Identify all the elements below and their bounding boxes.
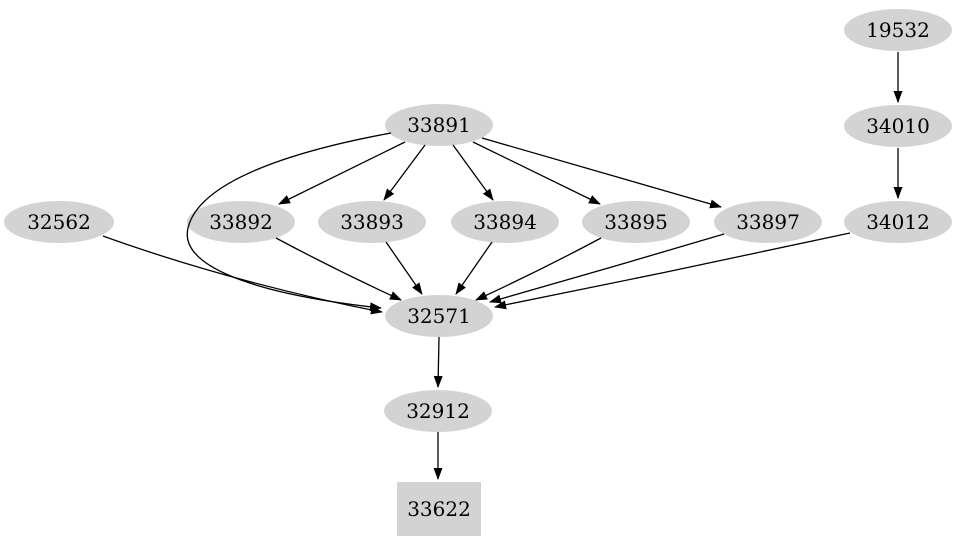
edge-33894-to-32571 — [455, 241, 493, 295]
node-ellipse-shape — [844, 9, 952, 51]
node-ellipse-shape — [714, 201, 822, 243]
edge-32571-to-32912 — [433, 336, 443, 388]
node-33892: 33892 — [187, 201, 295, 243]
node-32571: 32571 — [385, 295, 493, 337]
node-box-shape — [397, 482, 481, 536]
node-ellipse-shape — [385, 104, 493, 146]
node-ellipse-shape — [4, 201, 114, 243]
node-33895: 33895 — [582, 201, 690, 243]
node-33894: 33894 — [451, 201, 559, 243]
edge-32562-to-32571 — [102, 235, 383, 315]
node-ellipse-shape — [318, 201, 426, 243]
edge-33897-to-32571 — [489, 233, 725, 304]
node-label: 32562 — [27, 210, 91, 234]
node-label: 34010 — [866, 114, 930, 138]
edge-33891-to-32571 — [186, 132, 392, 312]
node-33891: 33891 — [385, 104, 493, 146]
node-33622: 33622 — [397, 482, 481, 536]
edge-33891-to-33892 — [278, 141, 406, 205]
node-ellipse-shape — [844, 201, 952, 243]
node-34012: 34012 — [844, 201, 952, 243]
node-label: 33891 — [407, 113, 471, 137]
edge-33891-to-33894 — [452, 144, 494, 201]
node-label: 33622 — [407, 497, 471, 521]
node-32562: 32562 — [4, 201, 114, 243]
node-19532: 19532 — [844, 9, 952, 51]
node-ellipse-shape — [844, 105, 952, 147]
node-label: 34012 — [866, 210, 930, 234]
node-label: 33895 — [604, 210, 668, 234]
node-ellipse-shape — [384, 390, 492, 432]
node-ellipse-shape — [385, 295, 493, 337]
node-label: 32912 — [406, 399, 470, 423]
node-label: 19532 — [866, 18, 930, 42]
edge-34012-to-32571 — [494, 232, 851, 310]
node-label: 33894 — [473, 210, 537, 234]
node-label: 33893 — [340, 210, 404, 234]
node-ellipse-shape — [187, 201, 295, 243]
edge-33891-to-33895 — [472, 141, 601, 205]
edge-33895-to-32571 — [475, 237, 602, 301]
node-label: 33897 — [736, 210, 800, 234]
node-label: 32571 — [407, 304, 471, 328]
edge-33891-to-33897 — [481, 137, 722, 209]
edge-33893-to-32571 — [385, 241, 423, 295]
node-32912: 32912 — [384, 390, 492, 432]
node-ellipse-shape — [582, 201, 690, 243]
node-ellipse-shape — [451, 201, 559, 243]
node-33897: 33897 — [714, 201, 822, 243]
node-33893: 33893 — [318, 201, 426, 243]
node-34010: 34010 — [844, 105, 952, 147]
node-label: 33892 — [209, 210, 273, 234]
edge-33891-to-33893 — [383, 144, 426, 201]
edge-33892-to-32571 — [275, 237, 402, 301]
